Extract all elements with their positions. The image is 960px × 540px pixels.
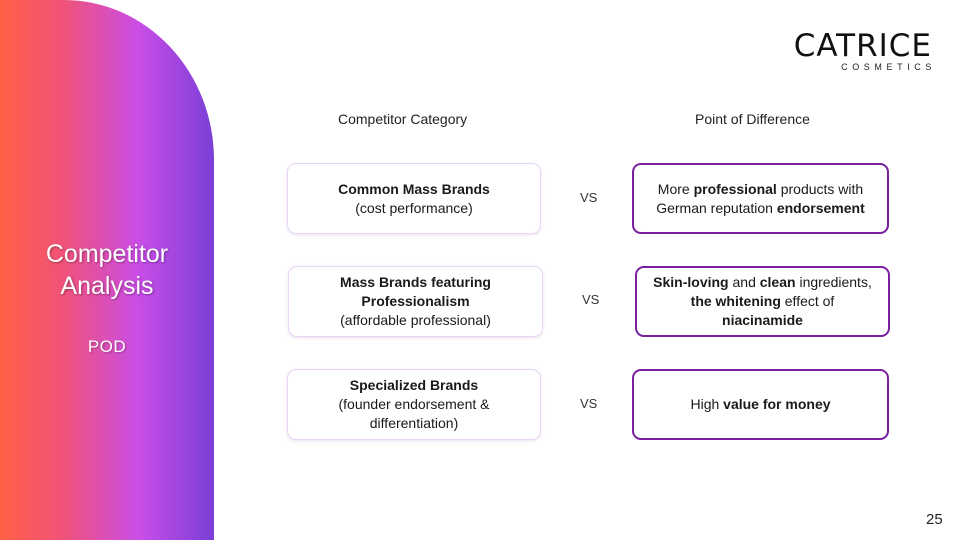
pod-segment: value for money <box>723 396 831 412</box>
category-note: (founder endorsement & differentiation) <box>338 396 490 431</box>
vs-label: VS <box>580 396 598 411</box>
pod-segment: ingredients, <box>795 274 872 290</box>
section-subtitle: POD <box>87 337 127 356</box>
category-box: Specialized Brands (founder endorsement … <box>287 369 541 440</box>
category-box: Mass Brands featuring Professionalism (a… <box>288 266 543 337</box>
pod-segment: and <box>728 274 760 290</box>
pod-text: Skin-loving and clean ingredients, the w… <box>649 273 876 330</box>
vs-label: VS <box>580 190 598 205</box>
header-competitor-category: Competitor Category <box>338 111 468 127</box>
pod-box: Skin-loving and clean ingredients, the w… <box>635 266 890 337</box>
pod-segment: effect of <box>780 293 835 309</box>
category-name: Common Mass Brands <box>338 180 490 197</box>
pod-segment: professional <box>693 180 777 197</box>
category-box: Common Mass Brands (cost performance) <box>287 163 541 234</box>
pod-segment: Skin-loving <box>653 274 729 290</box>
vs-label: VS <box>582 292 600 307</box>
logo-tagline: COSMETICS <box>841 62 936 72</box>
category-name: Mass Brands featuring Professionalism <box>340 274 491 309</box>
pod-segment: clean <box>759 274 796 290</box>
header-point-of-difference: Point of Difference <box>695 111 810 127</box>
category-note: (affordable professional) <box>340 312 491 328</box>
pod-box: High value for money <box>632 369 889 440</box>
pod-segment: products with German reputation <box>656 180 864 216</box>
pod-segment: the whitening <box>690 293 781 309</box>
pod-text: More professional products with German r… <box>646 180 875 218</box>
pod-segment: More <box>657 180 694 197</box>
catrice-logo: CATRICE COSMETICS <box>774 30 932 72</box>
page-number: 25 <box>926 511 943 528</box>
pod-segment: niacinamide <box>722 312 803 328</box>
section-title: Competitor Analysis <box>45 240 169 300</box>
side-panel <box>0 0 214 540</box>
category-name: Specialized Brands <box>349 377 479 393</box>
pod-box: More professional products with German r… <box>632 163 889 234</box>
logo-wordmark: CATRICE <box>793 28 932 64</box>
pod-segment: endorsement <box>776 199 865 216</box>
pod-text: High value for money <box>646 395 875 414</box>
category-note: (cost performance) <box>355 199 473 216</box>
pod-segment: High <box>690 396 724 412</box>
